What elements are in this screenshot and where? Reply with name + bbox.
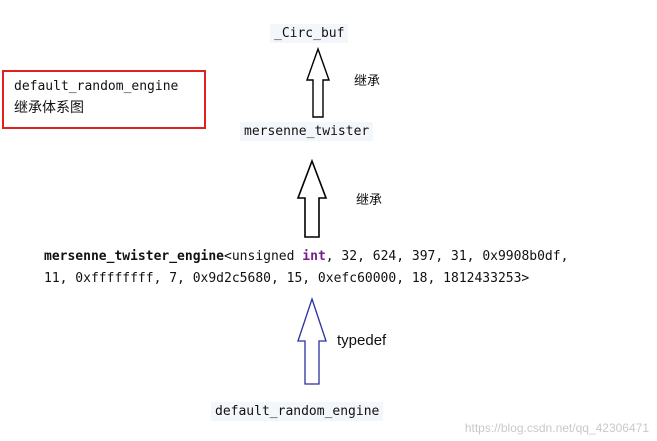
title-box-caption: 继承体系图 [14,100,84,116]
engine-open: <unsigned [224,249,303,264]
watermark: https://blog.csdn.net/qq_42306471 [464,421,649,435]
inherit-arrow-mid [296,158,328,238]
node-mersenne-twister-engine: mersenne_twister_engine<unsigned int, 32… [44,246,568,290]
engine-name: mersenne_twister_engine [44,249,225,264]
engine-keyword: int [302,249,326,264]
node-circ-buf: _Circ_buf [270,24,349,43]
typedef-arrow [297,296,327,385]
inherit-label-top: 继承 [354,74,381,89]
node-default-random-engine: default_random_engine [211,402,384,421]
title-box: default_random_engine 继承体系图 [2,70,206,129]
node-mersenne-twister: mersenne_twister [240,122,374,141]
engine-decl-line1: mersenne_twister_engine<unsigned int, 32… [44,246,568,268]
inherit-arrow-top [306,46,330,118]
engine-args-1: , 32, 624, 397, 31, 0x9908b0df, [325,249,569,264]
engine-decl-line2: 11, 0xffffffff, 7, 0x9d2c5680, 15, 0xefc… [44,271,530,286]
typedef-label: typedef [337,332,387,349]
inherit-label-mid: 继承 [356,193,383,208]
title-box-code: default_random_engine [14,79,179,94]
